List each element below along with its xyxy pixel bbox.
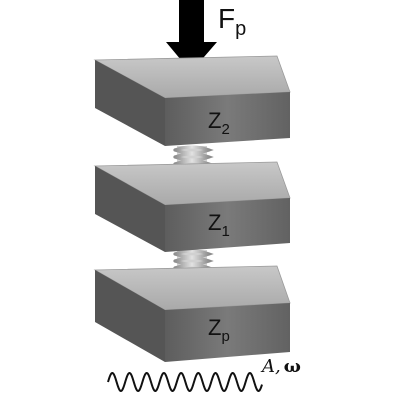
force-arrow-shaft — [179, 0, 204, 45]
block-zp-label: Zp — [208, 315, 230, 345]
block-zp-front-face — [165, 303, 290, 362]
block-z2-label: Z2 — [208, 108, 230, 138]
block-z2-front-face — [165, 92, 290, 146]
excitation-label: A,ω — [260, 356, 301, 377]
block-z1-side-face — [95, 166, 165, 252]
block-z1-label: Z1 — [208, 210, 230, 240]
block-zp-side-face — [95, 270, 165, 362]
force-label: Fp — [218, 3, 246, 40]
force-arrow-head — [166, 42, 217, 72]
block-z1: Z1 — [93, 161, 291, 252]
block-z1-front-face — [165, 198, 290, 252]
force-arrow — [166, 0, 217, 72]
excitation-wave — [107, 372, 263, 392]
block-z2: Z2 — [93, 55, 291, 146]
block-zp: Zp — [93, 265, 291, 362]
block-z2-side-face — [95, 60, 165, 146]
